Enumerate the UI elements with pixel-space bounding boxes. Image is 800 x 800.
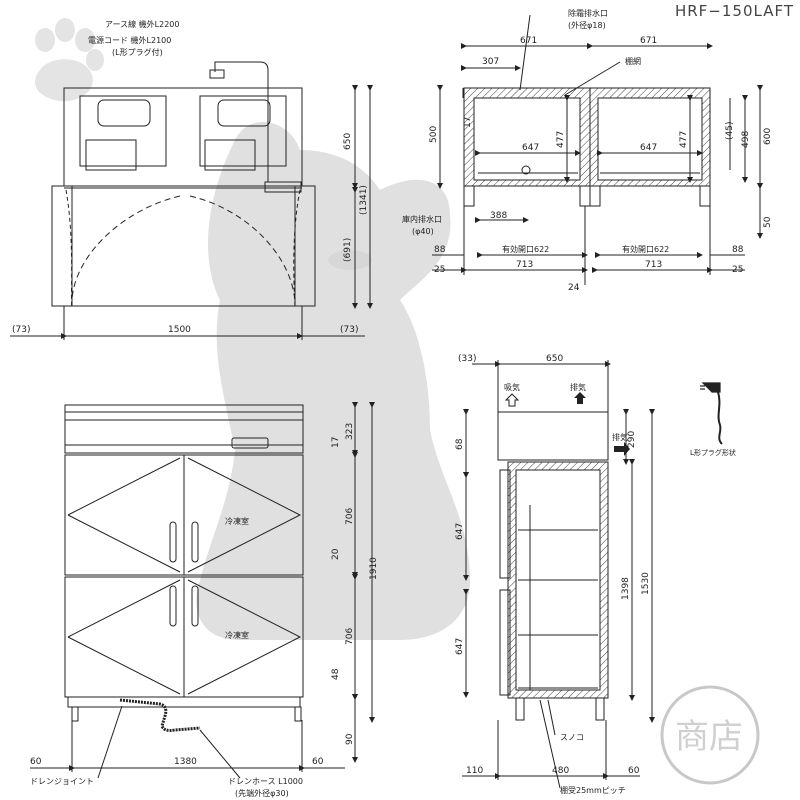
- eff-opening-left: 有効開口622: [502, 244, 549, 254]
- dim-25-left: 25: [434, 265, 445, 275]
- dim-671-b: 671: [640, 36, 657, 46]
- front-view-labels: 323 17 706 20 1910 706 48 90 60 1380 60 …: [30, 423, 379, 798]
- freezer-label-bottom: 冷凍室: [225, 630, 249, 640]
- dim-647-b: 647: [640, 143, 657, 153]
- dim-88-right: 88: [732, 245, 744, 255]
- dim-498: 498: [741, 131, 751, 148]
- model-number: HRF−150LAFT: [674, 2, 794, 20]
- plug-shape-label: L形プラグ形状: [690, 448, 736, 457]
- dim-647-top: 647: [455, 523, 465, 540]
- dim-17: 17: [331, 437, 341, 448]
- dim-1341: (1341): [359, 185, 369, 215]
- dim-706-top: 706: [345, 508, 355, 525]
- side-view-arrows: [504, 392, 630, 456]
- defrost-drain-size: (外径φ18): [568, 20, 606, 30]
- dim-671-a: 671: [520, 36, 537, 46]
- dim-17: 17: [463, 117, 473, 128]
- plan-view: [432, 14, 763, 285]
- dim-477-a: 477: [556, 131, 566, 148]
- dim-24: 24: [568, 283, 580, 293]
- dim-713-b: 713: [645, 260, 662, 270]
- dim-60-right: 60: [312, 757, 324, 767]
- dim-90: 90: [345, 733, 355, 745]
- drain-hose-label: ドレンホース L1000: [228, 777, 303, 786]
- dim-600: 600: [763, 128, 773, 145]
- defrost-drain-label: 除霜排水口: [568, 8, 608, 18]
- dim-73-right: (73): [340, 325, 358, 335]
- side-view-labels: (33) 650 吸気 排気 排気 290 68 647 1398 1530 6…: [455, 354, 651, 795]
- eff-opening-right: 有効開口622: [622, 244, 669, 254]
- dim-68: 68: [455, 438, 465, 450]
- freezer-label-top: 冷凍室: [225, 516, 249, 526]
- exhaust-top-label: 排気: [570, 382, 586, 392]
- intake-arrow-icon: [504, 393, 520, 407]
- dim-48: 48: [331, 668, 341, 680]
- dim-1500: 1500: [168, 325, 191, 335]
- dim-477-b: 477: [679, 131, 689, 148]
- dim-500: 500: [429, 126, 439, 143]
- side-view: [462, 360, 655, 789]
- watermark-paw: [35, 18, 104, 102]
- dim-307: 307: [482, 57, 499, 67]
- dim-647-a: 647: [522, 143, 539, 153]
- dim-20: 20: [331, 548, 341, 560]
- shelf-pitch-label: 棚受25mmピッチ: [560, 785, 626, 795]
- intake-label: 吸気: [504, 382, 520, 392]
- earth-wire-label: アース線 機外L2200: [105, 19, 179, 29]
- dim-323: 323: [345, 423, 355, 440]
- stamp-text: 商店: [675, 717, 743, 757]
- dim-88-left: 88: [434, 245, 446, 255]
- inner-drain-label: 庫内排水口: [402, 214, 442, 224]
- plug-note-label: (L形プラグ付): [112, 47, 163, 57]
- exhaust-side-label: 排気: [612, 432, 628, 442]
- shop-stamp: 商店: [660, 685, 760, 785]
- dim-691: (691): [343, 238, 353, 262]
- dim-647-bottom: 647: [455, 638, 465, 655]
- dim-1398: 1398: [621, 577, 631, 600]
- dim-1380: 1380: [174, 757, 197, 767]
- top-view: [10, 61, 373, 340]
- watermark-cat: [196, 121, 471, 641]
- exhaust-side-arrow-icon: [614, 442, 630, 456]
- dim-25-right: 25: [732, 265, 743, 275]
- dim-33: (33): [458, 354, 476, 364]
- dim-706-bottom: 706: [345, 628, 355, 645]
- dim-1530: 1530: [641, 572, 651, 595]
- dim-480: 480: [552, 766, 569, 776]
- dim-45: (45): [725, 122, 735, 140]
- dim-388: 388: [490, 211, 507, 221]
- dim-60: 60: [628, 766, 640, 776]
- shelf-net-label: 棚網: [625, 56, 641, 66]
- front-view: [30, 402, 375, 779]
- power-cord-label: 電源コード 機外L2100: [88, 35, 171, 45]
- dim-713-a: 713: [516, 260, 533, 270]
- dim-73-left: (73): [12, 325, 30, 335]
- dim-110: 110: [466, 766, 483, 776]
- dim-60-left: 60: [30, 757, 42, 767]
- dim-650: 650: [546, 354, 563, 364]
- plug-diagram: [700, 382, 723, 445]
- sunoko-label: スノコ: [560, 733, 584, 742]
- drain-joint-label: ドレンジョイント: [30, 777, 94, 786]
- plan-view-labels: 除霜排水口 (外径φ18) 棚網 671 671 307 17 500 477 …: [402, 8, 773, 293]
- drain-hose-size: (先端外径φ30): [235, 788, 289, 798]
- dim-290: 290: [627, 431, 637, 448]
- dim-650: 650: [343, 133, 353, 150]
- top-view-labels: アース線 機外L2200 電源コード 機外L2100 (L形プラグ付) 650 …: [12, 19, 369, 335]
- exhaust-top-arrow-icon: [574, 392, 586, 404]
- dim-1910: 1910: [369, 557, 379, 580]
- dim-50: 50: [763, 216, 773, 228]
- inner-drain-size: (φ40): [412, 227, 434, 236]
